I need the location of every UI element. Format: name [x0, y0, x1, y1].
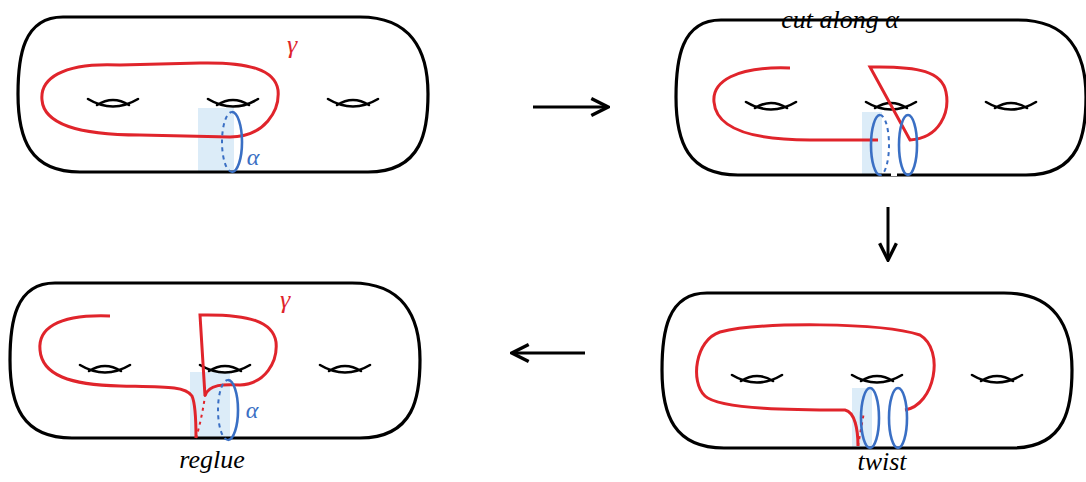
curve-label: γ — [287, 32, 297, 58]
curve-label: γ — [280, 287, 290, 313]
step-label: cut along α — [781, 7, 899, 33]
curve-label: α — [246, 398, 259, 422]
curve-label: α — [247, 145, 260, 169]
step-label: reglue — [179, 447, 244, 473]
step-label: twist — [857, 449, 906, 475]
